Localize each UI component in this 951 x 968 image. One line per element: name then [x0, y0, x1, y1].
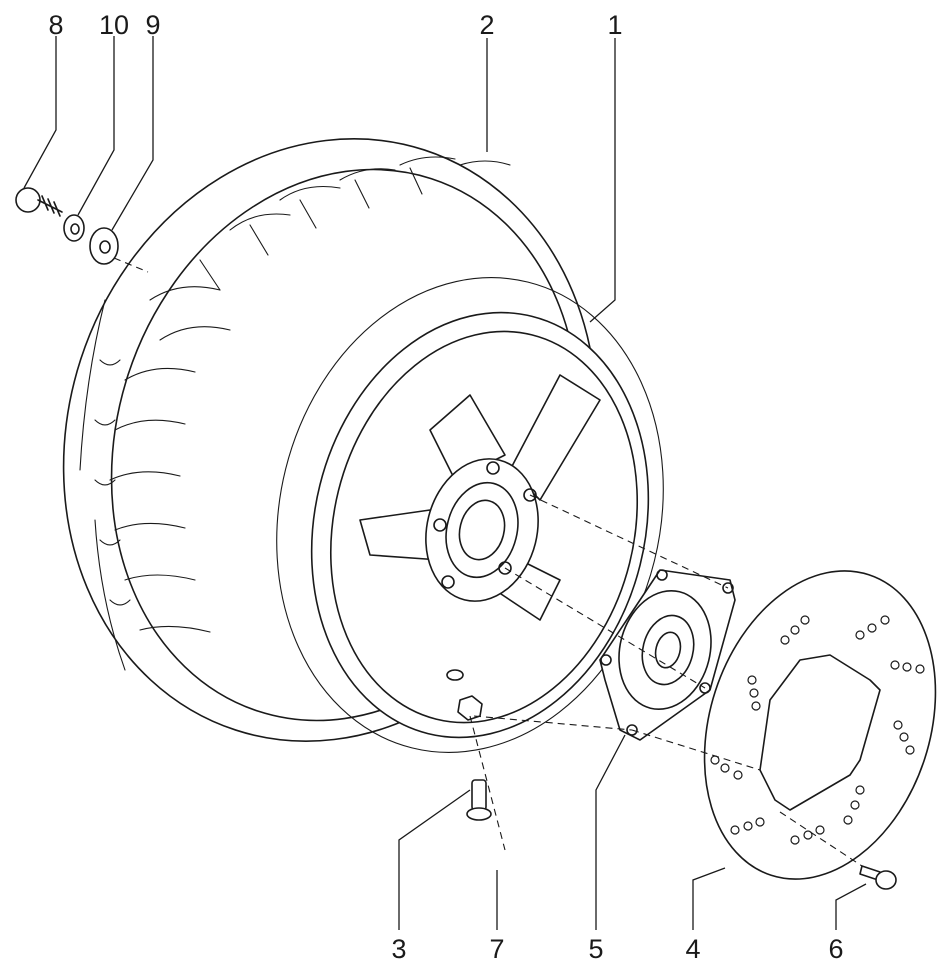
valve-hole [446, 669, 464, 681]
callout-2: 2 [479, 10, 494, 40]
wheel-screw [15, 187, 63, 217]
wheel-rim [276, 277, 664, 753]
tire-valve [466, 779, 492, 821]
callout-7: 7 [489, 934, 504, 964]
callout-1: 1 [607, 10, 622, 40]
leader-lines [23, 36, 867, 930]
callout-8: 8 [48, 10, 63, 40]
assembly-lines [113, 257, 863, 867]
tire-tread [79, 156, 511, 671]
hub-flange [599, 569, 736, 741]
callout-5: 5 [588, 934, 603, 964]
brake-disc [703, 570, 937, 880]
callout-10: 10 [99, 10, 129, 40]
flat-washer [89, 227, 119, 265]
disc-screw [859, 865, 897, 890]
rim-hub [425, 458, 539, 602]
spring-washer [63, 214, 85, 242]
callout-9: 9 [145, 10, 160, 40]
callout-4: 4 [685, 934, 700, 964]
callouts: 8 10 9 2 1 3 7 5 4 6 [48, 10, 843, 964]
callout-3: 3 [391, 934, 406, 964]
callout-6: 6 [828, 934, 843, 964]
disc-holes [710, 615, 925, 845]
